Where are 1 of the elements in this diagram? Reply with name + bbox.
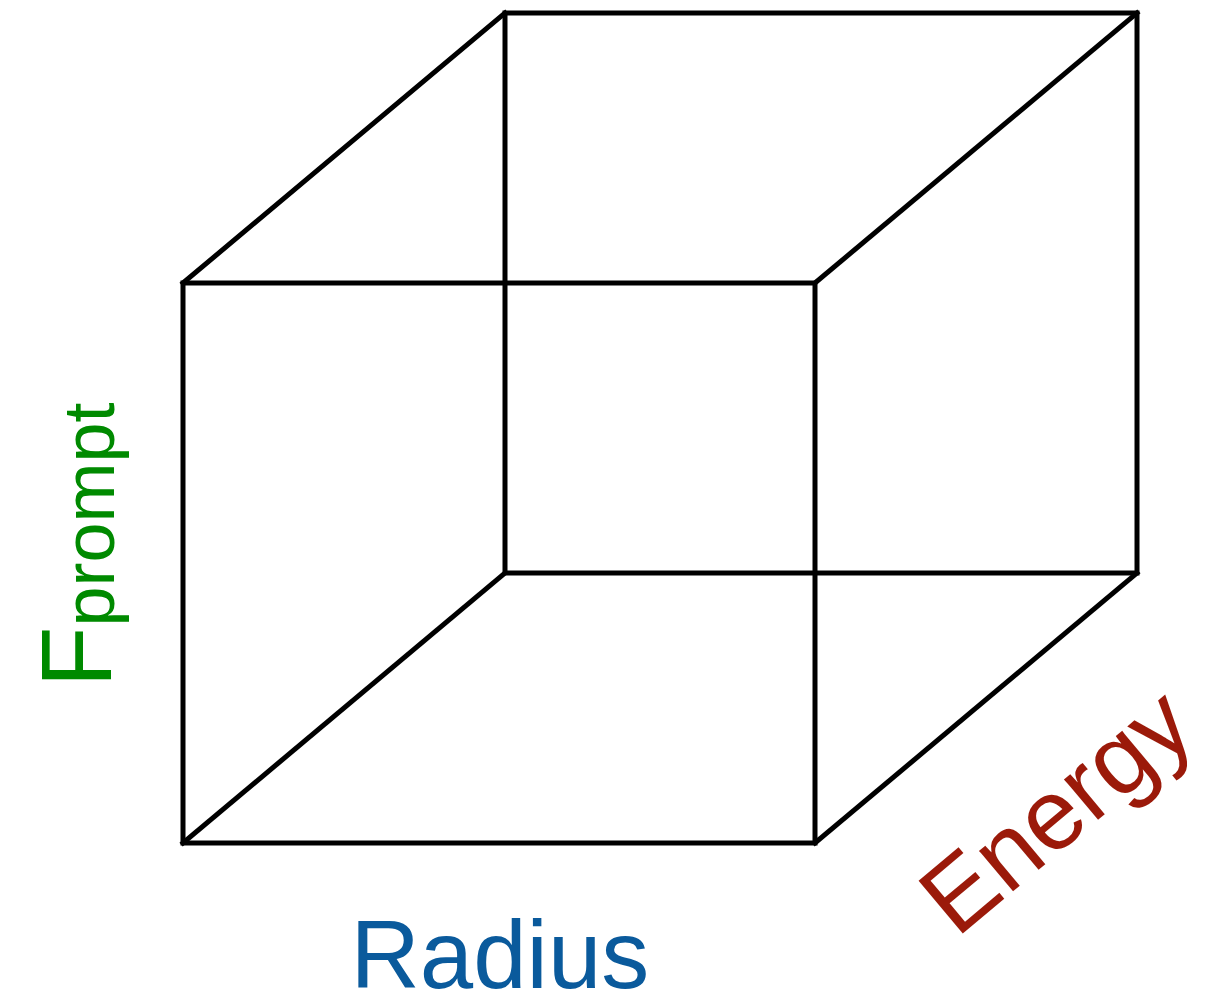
horizontal-axis-label: Radius bbox=[350, 907, 650, 1003]
